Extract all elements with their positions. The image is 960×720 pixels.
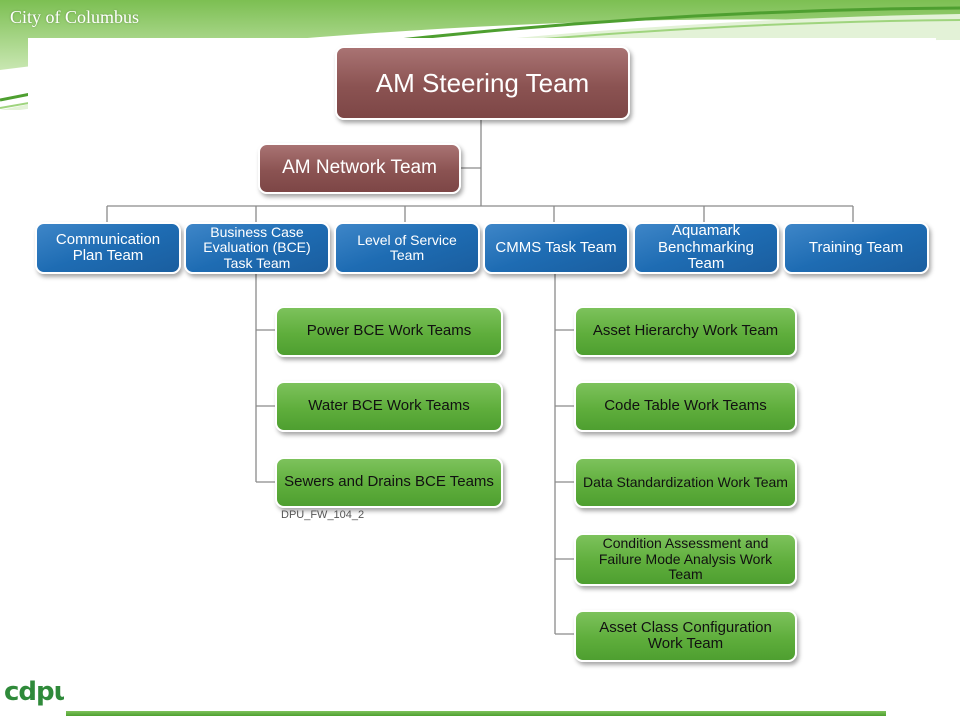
data-standardization-work-team-box: Data Standardization Work Team: [574, 457, 797, 508]
water-bce-work-teams-box: Water BCE Work Teams: [275, 381, 503, 432]
sewers-drains-bce-teams-box: Sewers and Drains BCE Teams: [275, 457, 503, 508]
org-title: City of Columbus: [10, 7, 140, 27]
communication-plan-team-box: Communication Plan Team: [35, 222, 181, 274]
am-network-team-box: AM Network Team: [258, 143, 461, 194]
bce-task-team-box: Business Case Evaluation (BCE) Task Team: [184, 222, 330, 274]
asset-class-configuration-work-team-box: Asset Class Configuration Work Team: [574, 610, 797, 662]
figure-caption: DPU_FW_104_2: [281, 509, 365, 521]
footer-rule: [66, 711, 886, 716]
code-table-work-teams-box: Code Table Work Teams: [574, 381, 797, 432]
am-steering-team-box: AM Steering Team: [335, 46, 630, 120]
cdpu-logo: cdpu: [4, 677, 64, 707]
logo-text: cdpu: [4, 677, 64, 707]
aquamark-benchmarking-team-box: Aquamark Benchmarking Team: [633, 222, 779, 274]
asset-hierarchy-work-team-box: Asset Hierarchy Work Team: [574, 306, 797, 357]
condition-assessment-work-team-box: Condition Assessment and Failure Mode An…: [574, 533, 797, 586]
cmms-task-team-box: CMMS Task Team: [483, 222, 629, 274]
level-of-service-team-box: Level of Service Team: [334, 222, 480, 274]
power-bce-work-teams-box: Power BCE Work Teams: [275, 306, 503, 357]
training-team-box: Training Team: [783, 222, 929, 274]
